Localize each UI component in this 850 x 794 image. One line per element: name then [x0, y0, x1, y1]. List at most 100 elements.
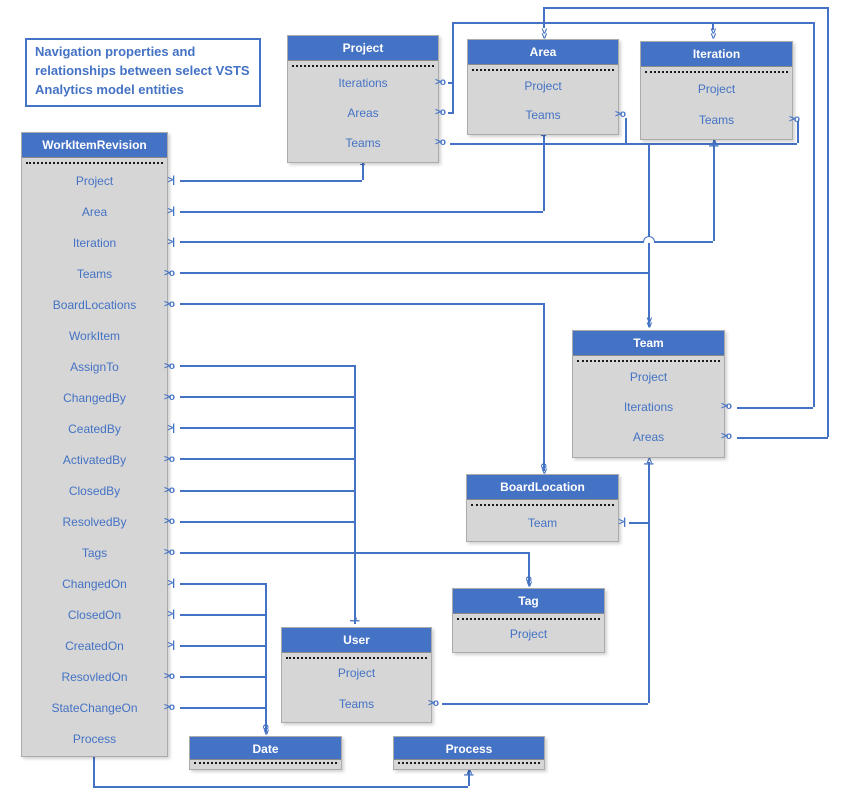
connector-line — [813, 22, 815, 407]
entity-header-area: Area — [468, 40, 618, 65]
cardinality-glyph: >o — [164, 299, 175, 310]
entity-row-project: Project — [337, 666, 376, 680]
connector-line — [468, 768, 470, 786]
connector-line — [737, 437, 828, 439]
cardinality-glyph: >o — [164, 516, 175, 527]
entity-row-changedon: ChangedOn>| — [62, 577, 175, 591]
cardinality-glyph: >o — [164, 547, 175, 558]
entity-row-statechangeon: StateChangeOn>o — [51, 701, 175, 715]
entity-separator — [286, 657, 427, 659]
entity-row-teams: Teams>o — [698, 113, 800, 127]
connector-line — [180, 272, 648, 274]
entity-row-project: Project — [697, 82, 736, 96]
entity-row-workitem: WorkItem — [68, 329, 121, 343]
connector-line — [543, 7, 827, 9]
entity-row-activatedby: ActivatedBy>o — [62, 453, 175, 467]
connector-line — [180, 303, 543, 305]
cardinality-glyph: >o — [721, 431, 732, 442]
connector-line — [543, 133, 545, 211]
entity-row-area: Area>| — [81, 205, 175, 219]
entity-row-project: Project — [524, 79, 562, 93]
diagram-title: Navigation properties and relationships … — [25, 38, 261, 107]
entity-row-project: Project>| — [75, 174, 175, 188]
cardinality-glyph: >o — [164, 392, 175, 403]
entity-row-project: Project — [509, 627, 548, 641]
cardinality-glyph: >o — [164, 485, 175, 496]
entity-header-date: Date — [190, 737, 341, 760]
cardinality-glyph: •| — [349, 616, 360, 622]
connector-line — [448, 112, 454, 114]
cardinality-glyph: + — [359, 160, 366, 171]
connector-line — [713, 138, 715, 241]
connector-line — [180, 427, 354, 429]
cardinality-glyph: >o — [435, 77, 446, 88]
entity-row-teams: Teams>o — [338, 697, 439, 711]
connector-line — [543, 7, 545, 28]
connector-line — [180, 241, 713, 243]
entity-row-areas: Areas>o — [632, 430, 732, 444]
entity-separator — [645, 71, 788, 73]
connector-line — [93, 755, 95, 786]
entity-separator — [457, 618, 600, 620]
entity-header-workitemrevision: WorkItemRevision — [22, 133, 167, 158]
connector-line — [180, 211, 543, 213]
entity-row-areas: Areas>o — [347, 106, 446, 120]
connector-line — [180, 490, 354, 492]
connector-line — [442, 703, 648, 705]
cardinality-glyph: >o — [789, 114, 800, 125]
connector-line — [180, 458, 354, 460]
cardinality-glyph: >o — [164, 361, 175, 372]
cardinality-glyph: o> — [523, 576, 534, 586]
connector-line — [180, 614, 266, 616]
entity-header-project: Project — [288, 36, 438, 61]
connector-line — [712, 22, 714, 30]
cardinality-glyph: >| — [167, 609, 175, 620]
entity-row-closedby: ClosedBy>o — [68, 484, 175, 498]
entity-row-assignto: AssignTo>o — [70, 360, 175, 374]
cardinality-glyph: + — [540, 131, 547, 142]
connector-line — [362, 161, 364, 180]
connector-line — [625, 118, 627, 143]
connector-line — [543, 303, 545, 471]
line-hop — [643, 236, 655, 243]
connector-line — [452, 22, 813, 24]
entity-header-tag: Tag — [453, 589, 604, 614]
entity-row-teams: Teams>o — [525, 108, 626, 122]
cardinality-glyph: >> — [643, 317, 654, 327]
cardinality-glyph: + — [90, 752, 97, 763]
connector-line — [180, 396, 354, 398]
connector-line — [180, 521, 354, 523]
cardinality-glyph: o> — [260, 724, 271, 734]
cardinality-glyph: >o — [435, 107, 446, 118]
cardinality-glyph: >o — [164, 454, 175, 465]
connector-line — [180, 645, 266, 647]
connector-line — [737, 407, 813, 409]
entity-header-iteration: Iteration — [641, 42, 792, 67]
connector-line — [354, 365, 356, 624]
entity-row-iteration: Iteration>| — [72, 236, 175, 250]
cardinality-glyph: >o — [435, 137, 446, 148]
connector-line — [265, 583, 267, 733]
cardinality-glyph: >o — [164, 671, 175, 682]
entity-row-ceatedby: CeatedBy>| — [68, 422, 175, 436]
entity-separator — [292, 65, 434, 67]
entity-process: Process — [393, 736, 545, 770]
connector-line — [180, 583, 266, 585]
entity-row-resovledon: ResovledOn>o — [61, 670, 175, 684]
connector-line — [648, 462, 650, 703]
entity-separator — [471, 504, 614, 506]
entity-date: Date — [189, 736, 342, 770]
connector-line — [797, 121, 799, 143]
entity-header-boardlocation: BoardLocation — [467, 475, 618, 500]
entity-row-teams: Teams>o — [76, 267, 175, 281]
entity-row-iterations: Iterations>o — [338, 76, 446, 90]
entity-row-project: Project — [629, 370, 668, 384]
connector-line — [452, 22, 454, 112]
connector-line — [180, 180, 362, 182]
connector-line — [180, 676, 266, 678]
